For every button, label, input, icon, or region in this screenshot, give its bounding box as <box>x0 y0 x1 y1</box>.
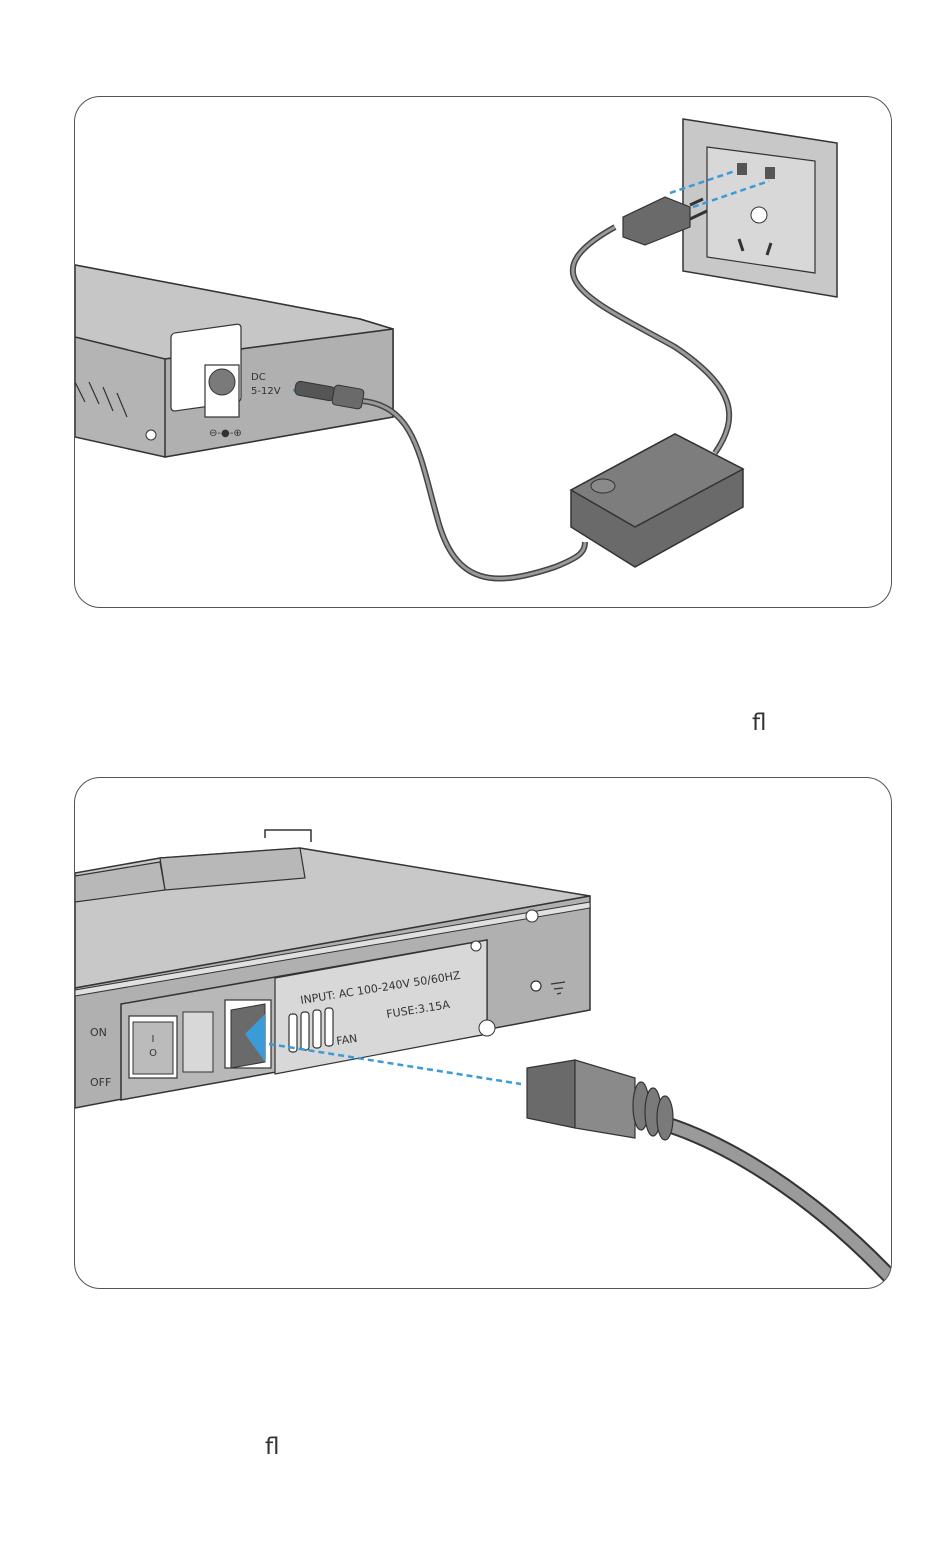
wall-socket <box>683 119 837 297</box>
switch-on-label: ON <box>90 1026 107 1039</box>
illustration-panel-dc-adapter: DC 5-12V ⊖-●-⊕ <box>74 96 892 608</box>
voltage-label: 5-12V <box>251 386 281 397</box>
ac-power-plug <box>527 1060 891 1278</box>
screw-icon <box>526 910 538 922</box>
ac-power-illustration: INPUT: AC 100-240V 50/60HZ FUSE:3.15A FA… <box>75 778 891 1288</box>
screw-icon <box>479 1020 495 1036</box>
page-mark: ﬂ <box>752 710 767 736</box>
screw-icon <box>146 430 156 440</box>
dc-adapter-illustration: DC 5-12V ⊖-●-⊕ <box>75 97 891 607</box>
page-mark: ﬂ <box>265 1434 280 1460</box>
media-converter-device: DC 5-12V ⊖-●-⊕ <box>75 265 393 457</box>
illustration-panel-ac-power: INPUT: AC 100-240V 50/60HZ FUSE:3.15A FA… <box>74 777 892 1289</box>
switch-off-mark: O <box>149 1048 157 1059</box>
dc-label: DC <box>251 372 266 383</box>
polarity-label: ⊖-●-⊕ <box>209 428 242 439</box>
switch-off-label: OFF <box>90 1076 111 1089</box>
switch-on-mark: I <box>152 1034 155 1045</box>
